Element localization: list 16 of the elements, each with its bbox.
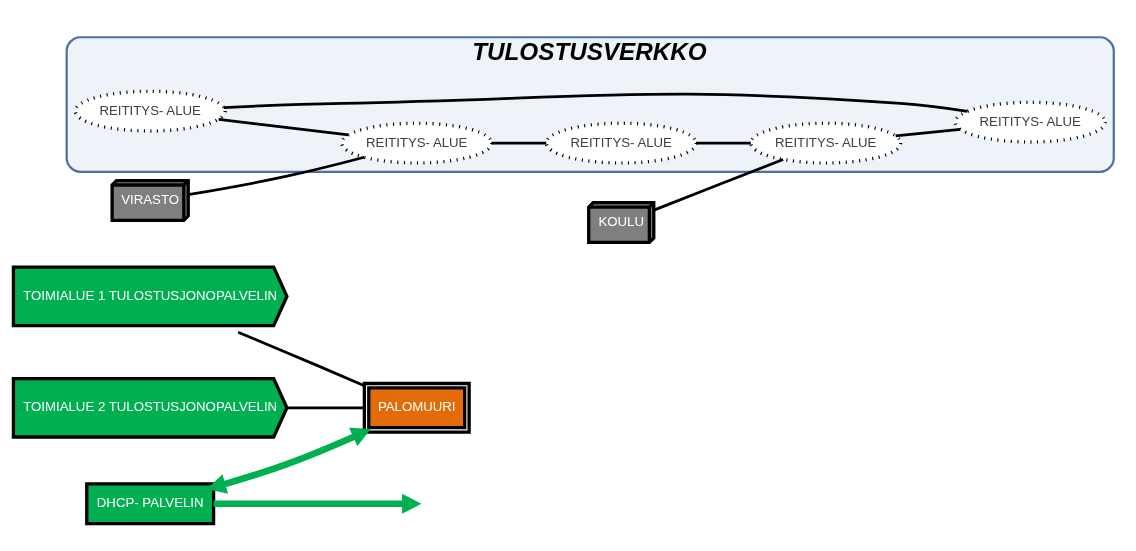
connector — [895, 127, 961, 137]
connector — [237, 330, 365, 387]
node-ellipse: REITITYS- ALUE — [544, 121, 698, 165]
connector — [653, 157, 784, 211]
node-ellipse: REITITYS- ALUE — [73, 89, 227, 133]
node-ellipse: REITITYS- ALUE — [340, 121, 494, 165]
connector — [491, 141, 547, 144]
connector — [286, 405, 365, 409]
node-box: DHCP- PALVELIN — [85, 481, 216, 525]
node-ellipse: REITITYS- ALUE — [953, 100, 1107, 144]
connector — [223, 92, 968, 113]
connector — [695, 141, 751, 144]
connector — [218, 117, 349, 136]
arrow — [213, 493, 422, 514]
node-box: PALOMUURI — [362, 381, 471, 434]
node-ellipse: REITITYS- ALUE — [749, 121, 903, 165]
